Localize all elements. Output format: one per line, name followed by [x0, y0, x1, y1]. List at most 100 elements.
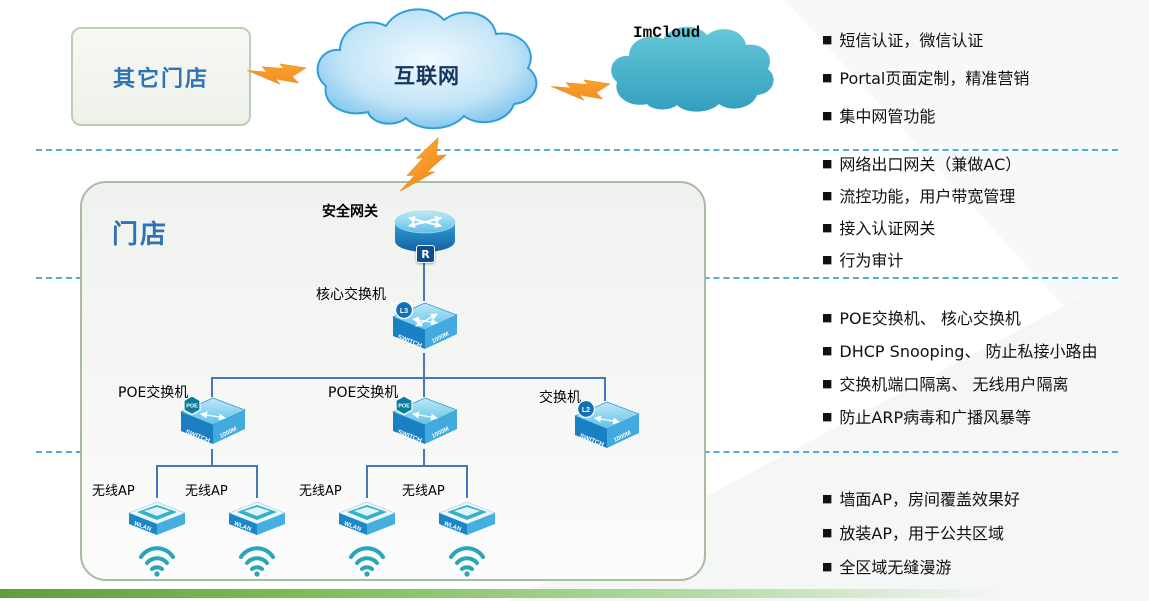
feature-text: 网络出口网关（兼做AC） [839, 155, 1022, 174]
feature-item: ■ 接入认证网关 [822, 216, 1021, 238]
feature-text: 交换机端口隔离、 无线用户隔离 [839, 375, 1069, 394]
bullet-icon: ■ [822, 108, 833, 122]
connector-line [211, 449, 213, 466]
bullet-icon: ■ [822, 310, 833, 324]
connector-line [366, 465, 368, 498]
feature-item: ■ 全区域无缝漫游 [822, 555, 1020, 577]
l2-switch-icon: L2 SWITCH 1000M [563, 396, 649, 460]
feature-item: ■ 放装AP，用于公共区域 [822, 521, 1020, 543]
wifi-signal-icon [135, 541, 179, 581]
feature-group-gateway: ■ 网络出口网关（兼做AC） ■ 流控功能，用户带宽管理 ■ 接入认证网关 ■ … [822, 152, 1021, 270]
feature-item: ■ 网络出口网关（兼做AC） [822, 152, 1021, 174]
feature-item: ■ 交换机端口隔离、 无线用户隔离 [822, 372, 1098, 394]
lightning-bolt-icon [399, 132, 453, 204]
connector-line [156, 465, 158, 498]
feature-item: ■ DHCP Snooping、 防止私接小路由 [822, 339, 1098, 361]
bullet-icon: ■ [822, 525, 833, 539]
imcloud-cloud: ImCloud [603, 20, 781, 122]
feature-text: 流控功能，用户带宽管理 [839, 187, 1016, 206]
cloud-icon [316, 8, 538, 130]
connector-line [211, 377, 213, 397]
feature-group-cloud: ■ 短信认证，微信认证 ■ Portal页面定制，精准营销 ■ 集中网管功能 [822, 28, 1029, 126]
access-point-icon: WLAN [124, 496, 190, 542]
ap4-label: 无线AP [402, 484, 445, 499]
bullet-icon: ■ [822, 491, 833, 505]
bullet-icon: ■ [822, 343, 833, 357]
bullet-icon: ■ [822, 32, 833, 46]
feature-item: ■ 行为审计 [822, 248, 1021, 270]
bullet-icon: ■ [822, 559, 833, 573]
switch-badge: POE [186, 404, 198, 410]
poe-switch-left-label: POE交换机 [118, 385, 189, 401]
ap1-label: 无线AP [92, 484, 135, 499]
gateway-label: 安全网关 [322, 204, 378, 220]
router-icon [390, 206, 460, 262]
feature-text: Portal页面定制，精准营销 [839, 69, 1030, 88]
feature-text: 集中网管功能 [839, 107, 936, 126]
switch-badge: POE [398, 404, 410, 410]
feature-item: ■ POE交换机、 核心交换机 [822, 306, 1098, 328]
lightning-bolt-icon [548, 63, 616, 122]
connector-line [156, 465, 258, 467]
wifi-signal-icon [445, 541, 489, 581]
bullet-icon: ■ [822, 252, 833, 266]
feature-text: 防止ARP病毒和广播风暴等 [839, 408, 1032, 427]
access-point-icon: WLAN [434, 496, 500, 542]
other-stores-box: 其它门店 [71, 27, 251, 126]
cloud-icon [611, 26, 774, 112]
bullet-icon: ■ [822, 156, 833, 170]
bullet-icon: ■ [822, 188, 833, 202]
feature-text: 接入认证网关 [839, 219, 936, 238]
internet-label: 互联网 [394, 64, 460, 88]
bullet-icon: ■ [822, 409, 833, 423]
bullet-icon: ■ [822, 70, 833, 84]
feature-text: 行为审计 [839, 251, 904, 270]
connector-line [423, 377, 425, 397]
core-switch-label: 核心交换机 [316, 287, 386, 303]
other-stores-label: 其它门店 [112, 66, 209, 92]
lightning-bolt-icon [244, 47, 312, 106]
connector-line [604, 377, 606, 401]
wifi-signal-icon [235, 541, 279, 581]
section-divider-dashed [36, 149, 1118, 151]
wifi-signal-icon [345, 541, 389, 581]
connector-line [423, 257, 425, 301]
core-switch-icon: L3 SWITCH 1000M [381, 297, 467, 361]
bullet-icon: ■ [822, 376, 833, 390]
feature-text: 全区域无缝漫游 [839, 558, 952, 577]
connector-line [211, 377, 605, 379]
router-badge: R [416, 245, 435, 263]
feature-text: DHCP Snooping、 防止私接小路由 [839, 342, 1098, 361]
feature-text: 放装AP，用于公共区域 [839, 524, 1005, 543]
feature-text: 短信认证，微信认证 [839, 31, 984, 50]
feature-item: ■ 流控功能，用户带宽管理 [822, 184, 1021, 206]
poe-switch-mid-label: POE交换机 [328, 385, 399, 401]
connector-line [466, 465, 468, 498]
store-group-label: 门店 [112, 220, 169, 250]
switch-badge: L3 [400, 308, 408, 315]
bottom-accent-bar [0, 589, 1030, 598]
feature-item: ■ 防止ARP病毒和广播风暴等 [822, 405, 1098, 427]
imcloud-label: ImCloud [633, 24, 701, 42]
feature-group-ap: ■ 墙面AP，房间覆盖效果好 ■ 放装AP，用于公共区域 ■ 全区域无缝漫游 [822, 487, 1020, 577]
l2-switch-label: 交换机 [539, 390, 581, 406]
bullet-icon: ■ [822, 220, 833, 234]
connector-line [423, 449, 425, 466]
access-point-icon: WLAN [224, 496, 290, 542]
feature-item: ■ 短信认证，微信认证 [822, 28, 1029, 50]
ap2-label: 无线AP [185, 484, 228, 499]
connector-line [423, 353, 425, 378]
feature-item: ■ 墙面AP，房间覆盖效果好 [822, 487, 1020, 509]
poe-switch-left-icon: POE SWITCH 1000M [169, 392, 255, 456]
feature-text: 墙面AP，房间覆盖效果好 [839, 490, 1021, 509]
poe-switch-mid-icon: POE SWITCH 1000M [381, 392, 467, 456]
feature-item: ■ 集中网管功能 [822, 104, 1029, 126]
access-point-icon: WLAN [334, 496, 400, 542]
connector-line [256, 465, 258, 498]
ap3-label: 无线AP [299, 484, 342, 499]
feature-text: POE交换机、 核心交换机 [839, 309, 1021, 328]
feature-item: ■ Portal页面定制，精准营销 [822, 66, 1029, 88]
switch-badge: L2 [582, 407, 590, 414]
feature-group-switch: ■ POE交换机、 核心交换机 ■ DHCP Snooping、 防止私接小路由… [822, 306, 1098, 427]
